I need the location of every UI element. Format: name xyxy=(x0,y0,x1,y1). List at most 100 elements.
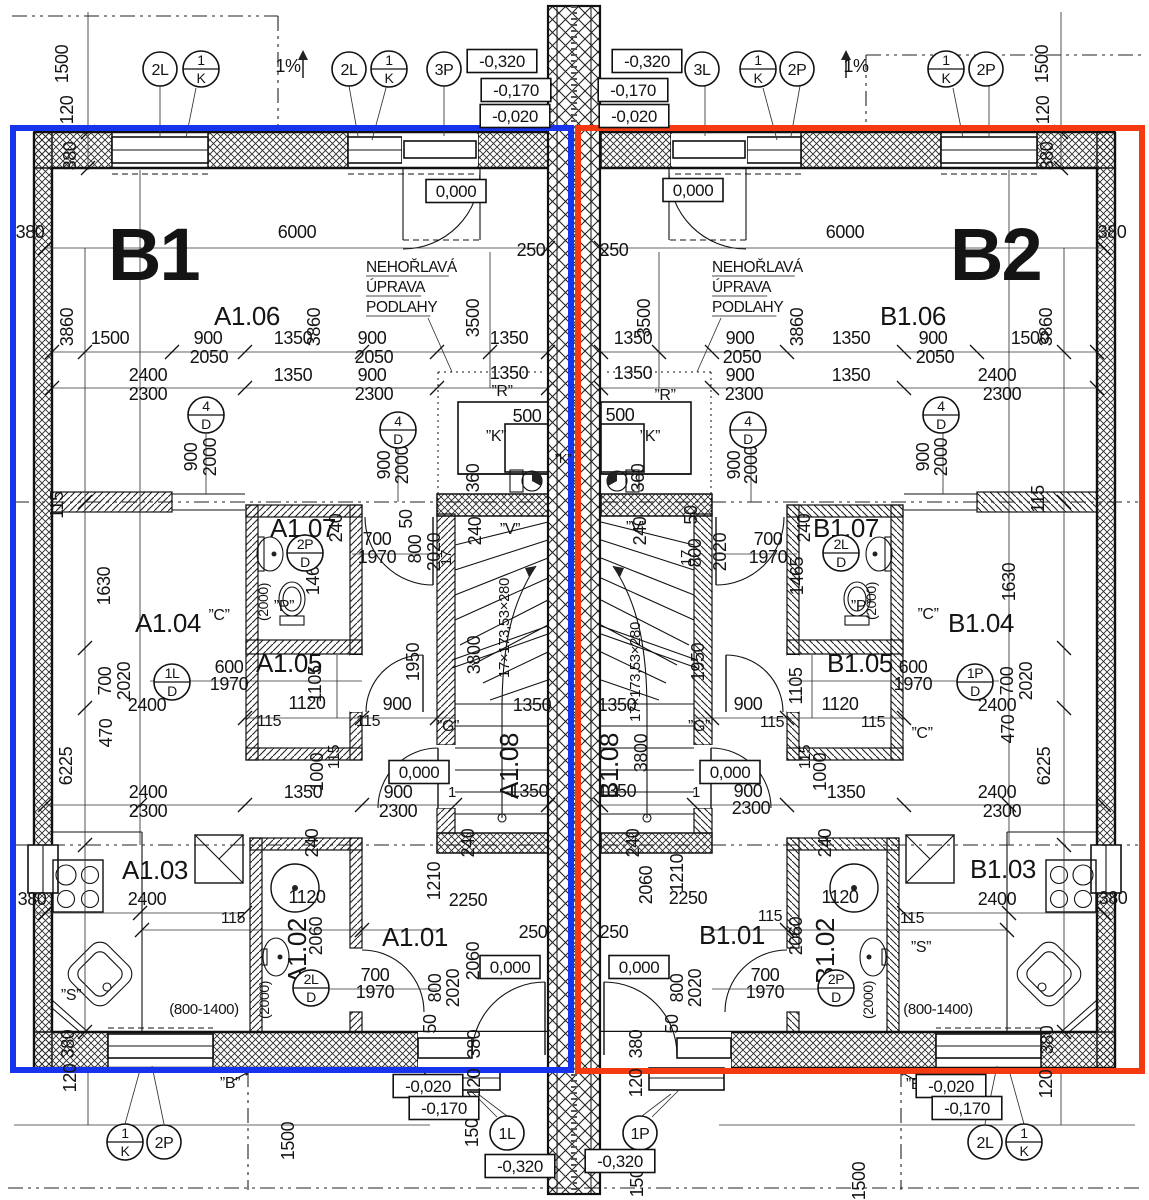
room-label-B1.04: B1.04 xyxy=(948,608,1014,638)
dim-label: 2060 xyxy=(306,916,326,955)
marker-circle xyxy=(967,1124,1003,1160)
marker-bottom: D xyxy=(306,989,316,1005)
dim-label: 900 xyxy=(384,782,413,802)
dim-label: 2400 xyxy=(978,695,1017,715)
marker-bottom: K xyxy=(754,70,764,86)
marker-circle xyxy=(142,51,178,87)
dim-label: 360 xyxy=(628,463,648,492)
dim-label: 900 xyxy=(734,781,763,801)
dim-label: 2020 xyxy=(1016,661,1036,700)
elevation-box xyxy=(484,1153,556,1179)
fireproof-note-line: ÚPRAVA xyxy=(366,279,426,296)
dim-label: 1120 xyxy=(288,693,325,713)
dim-label: 2400 xyxy=(129,782,168,802)
dim-label: 120 xyxy=(1033,95,1053,124)
ref-letter: ”K” xyxy=(640,428,660,445)
dim-label: 240 xyxy=(465,516,485,545)
dim-label: 1500 xyxy=(1011,328,1050,348)
elevation-value: -0,020 xyxy=(928,1077,974,1096)
room-label-B1.03: B1.03 xyxy=(970,854,1036,884)
dim-label: 3860 xyxy=(1036,307,1056,346)
dim-label: 2300 xyxy=(725,384,764,404)
room-label-A1.04: A1.04 xyxy=(135,608,201,638)
elevation-value: 0,000 xyxy=(436,182,477,201)
room-label-B1.05: B1.05 xyxy=(827,648,893,678)
dim-label: 2400 xyxy=(978,365,1017,385)
dim-label: 380 xyxy=(16,222,45,242)
dim-label: 120 xyxy=(626,1068,646,1097)
dim-label: 1350 xyxy=(510,781,549,801)
dim-label: 240 xyxy=(630,516,650,545)
dim-label: 1350 xyxy=(274,365,313,385)
dim-label: 2300 xyxy=(983,384,1022,404)
dim-label: 3800 xyxy=(631,733,651,772)
marker-circle xyxy=(968,51,1004,87)
dim-label: 1% xyxy=(843,56,869,76)
marker-bottom: D xyxy=(167,683,177,699)
elevation-value: -0,020 xyxy=(492,107,538,126)
dim-label: 120 xyxy=(57,95,77,124)
dim-label: 700 xyxy=(754,529,783,549)
dim-label: 1350 xyxy=(832,328,871,348)
dim-label: (800-1400) xyxy=(169,1001,239,1018)
marker-top: 1 xyxy=(942,52,950,68)
dim-label: 240 xyxy=(794,513,814,542)
dim-label: 2400 xyxy=(128,889,167,909)
dim-label: 2250 xyxy=(449,890,488,910)
dim-label: 250 xyxy=(600,922,629,942)
marker-text: 2P xyxy=(977,62,996,79)
unit-b2-outline xyxy=(575,125,1145,1074)
ref-letter: ”K” xyxy=(555,451,571,466)
dim-label: 2000 xyxy=(931,437,951,476)
marker-top: 1 xyxy=(754,52,762,68)
dim-label: 2400 xyxy=(978,889,1017,909)
dim-label: 1500 xyxy=(849,1161,869,1200)
marker-bottom: D xyxy=(201,416,211,432)
ref-letter: ”C” xyxy=(917,606,938,623)
elevation-box xyxy=(425,178,487,204)
dim-label: 500 xyxy=(513,406,542,426)
marker-bottom: K xyxy=(121,1143,131,1159)
marker-top: 1P xyxy=(967,665,983,681)
dim-label: 900 xyxy=(734,694,763,714)
dim-label: 1630 xyxy=(94,566,114,605)
dim-label: 2050 xyxy=(916,347,955,367)
dim-label: 50 xyxy=(681,505,701,525)
dim-label: 3860 xyxy=(787,307,807,346)
dim-label: 1970 xyxy=(356,982,395,1002)
ref-letter: ”K” xyxy=(486,428,506,445)
marker-bottom: D xyxy=(831,989,841,1005)
dim-label: 115 xyxy=(221,910,246,927)
dim-label: 1970 xyxy=(746,982,785,1002)
dim-label: 1350 xyxy=(490,363,529,383)
dim-label: 120 xyxy=(60,1063,80,1092)
dim-label: 250 xyxy=(600,240,629,260)
dim-label: 2300 xyxy=(129,801,168,821)
marker-top: 1 xyxy=(197,52,205,68)
ref-letter: ”G” xyxy=(688,718,710,735)
dim-label: 2060 xyxy=(463,941,483,980)
dim-label: (800-1400) xyxy=(903,1001,973,1018)
dim-label: 700 xyxy=(363,529,392,549)
elevation-value: -0,170 xyxy=(493,81,539,100)
dim-label: 900 xyxy=(374,450,394,479)
marker-bottom: K xyxy=(1020,1143,1030,1159)
dim-label: 1120 xyxy=(288,887,325,907)
dim-label: 1500 xyxy=(1032,44,1052,83)
marker-top: 4 xyxy=(202,398,210,414)
dim-label: 900 xyxy=(913,442,933,471)
dim-label: 380 xyxy=(1037,1025,1057,1054)
dim-label: 3860 xyxy=(304,307,324,346)
marker-top: 2P xyxy=(828,971,844,987)
elevation-box xyxy=(699,759,761,785)
dim-label: 17×173,53×280 xyxy=(627,622,644,722)
unit-b2-label: B2 xyxy=(950,213,1041,296)
dim-label: 115 xyxy=(760,714,785,731)
dim-label: 380 xyxy=(18,889,47,909)
dim-label: 900 xyxy=(194,328,223,348)
dim-label: 2400 xyxy=(978,782,1017,802)
fireproof-note-line: ÚPRAVA xyxy=(712,279,772,296)
